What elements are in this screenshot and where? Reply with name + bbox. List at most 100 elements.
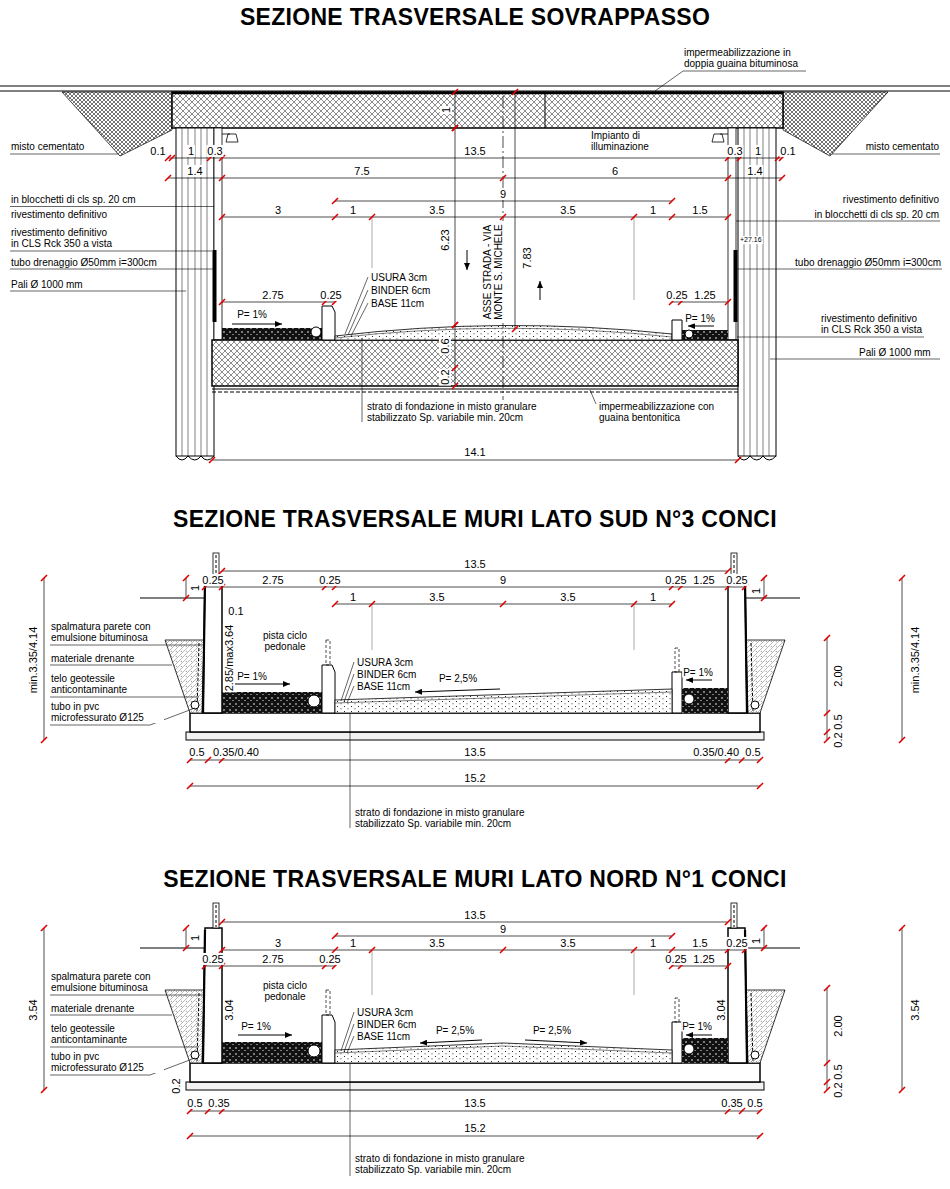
dimension-label: 0.2 bbox=[832, 1081, 844, 1098]
dimension-label: 3.5 bbox=[559, 937, 576, 949]
road-pavement bbox=[335, 689, 672, 713]
dimension-label: 1 bbox=[750, 587, 762, 595]
dimension-label: 1 bbox=[349, 204, 357, 216]
dimension-label: 0.25 bbox=[201, 574, 224, 586]
dimension-label: 3.5 bbox=[559, 204, 576, 216]
pile-toe bbox=[176, 456, 214, 460]
section-title: SEZIONE TRASVERSALE MURI LATO SUD N°3 CO… bbox=[172, 507, 778, 532]
callout-note: USURA 3cm bbox=[356, 657, 414, 668]
dimension-line bbox=[902, 928, 903, 1090]
dimension-line bbox=[827, 638, 828, 740]
dimension-label: 7.5 bbox=[353, 165, 370, 177]
dimension-label: min.3.35/4.14 bbox=[27, 626, 39, 695]
leader-line bbox=[10, 251, 212, 252]
dimension-label: 1 bbox=[750, 937, 762, 945]
slope-arrow bbox=[420, 1040, 482, 1043]
pile bbox=[738, 128, 776, 456]
callout-note: strato di fondazione in misto granulare … bbox=[366, 401, 583, 423]
dimension-line bbox=[186, 578, 187, 598]
section-title: SEZIONE TRASVERSALE SOVRAPPASSO bbox=[239, 5, 711, 30]
dimension-line bbox=[222, 950, 745, 951]
dimension-line bbox=[186, 928, 187, 948]
callout-note: impermeabilizzazione con guaina bentonit… bbox=[598, 401, 725, 423]
dimension-label: 1 bbox=[189, 584, 201, 592]
dimension-label: 0.2 bbox=[832, 731, 844, 748]
dimension-label: 0.1 bbox=[779, 145, 796, 157]
exposed-concrete-lining bbox=[213, 250, 217, 322]
dimension-line bbox=[222, 217, 728, 218]
south-walls-section bbox=[44, 553, 902, 828]
lane-line bbox=[372, 951, 634, 995]
dimension-line bbox=[455, 325, 456, 386]
dimension-line bbox=[335, 604, 672, 605]
callout-note: BASE 11cm bbox=[356, 1031, 411, 1042]
leader-line bbox=[50, 995, 203, 996]
slope-arrow bbox=[238, 1035, 292, 1036]
lane-line bbox=[372, 604, 634, 650]
dimension-label: 0.2 bbox=[170, 1077, 182, 1094]
section-title: SEZIONE TRASVERSALE MURI LATO NORD N°1 C… bbox=[162, 867, 787, 892]
dimension-label: 1 bbox=[649, 204, 657, 216]
dimension-label: 3.5 bbox=[428, 591, 445, 603]
dimension-line bbox=[335, 201, 672, 202]
callout-note: rivestimento definitivo bbox=[10, 209, 108, 220]
dimension-line bbox=[190, 1136, 760, 1137]
dimension-label: 0.25 bbox=[201, 953, 224, 965]
leader-line bbox=[351, 303, 368, 336]
leader-line bbox=[347, 1036, 354, 1053]
dimension-label: 1 bbox=[440, 106, 452, 114]
dimension-label: 0.25 bbox=[664, 953, 687, 965]
dimension-label: 0.5 bbox=[746, 1097, 763, 1109]
dimension-label: 0.35/0.40 bbox=[692, 746, 740, 758]
dimension-label: 0.5 bbox=[832, 1063, 844, 1080]
dimension-label: 3.5 bbox=[428, 204, 445, 216]
dimension-label: 0.25 bbox=[319, 289, 342, 301]
curb bbox=[322, 306, 335, 340]
retaining-wall-section bbox=[140, 903, 800, 1090]
dimension-label: 0.25 bbox=[725, 574, 748, 586]
pavement-layer bbox=[335, 1046, 672, 1053]
leader-line bbox=[590, 390, 596, 404]
callout-note: P= 1% bbox=[682, 667, 714, 678]
dimension-line bbox=[455, 128, 456, 325]
direction-arrow bbox=[540, 281, 541, 300]
callout-note: Impianto di illuminazione bbox=[590, 130, 682, 152]
road-pavement bbox=[335, 1043, 672, 1063]
leader-line bbox=[50, 1047, 199, 1048]
callout-note: tubo in pvc microfessurato Ø125 bbox=[50, 1051, 164, 1073]
leader-line bbox=[655, 71, 806, 91]
dimension-label: 1.25 bbox=[692, 574, 715, 586]
callout-note: pista ciclo pedonale bbox=[249, 980, 321, 1002]
dimension-line bbox=[190, 786, 760, 787]
dimension-line bbox=[168, 158, 782, 159]
callout-note: spalmatura parete con emulsione bitumino… bbox=[50, 621, 164, 643]
dimension-label: 6 bbox=[611, 165, 619, 177]
dimension-label: 13.5 bbox=[463, 145, 486, 157]
dimension-line bbox=[515, 92, 516, 329]
dimension-label: 1 bbox=[649, 937, 657, 949]
drain-pipe bbox=[311, 327, 321, 337]
dimension-label: 0.1 bbox=[227, 605, 244, 617]
dimension-label: 1.5 bbox=[691, 937, 708, 949]
light-fixture bbox=[222, 134, 238, 142]
leader-line bbox=[341, 1012, 354, 1051]
pavement-layer bbox=[335, 692, 672, 703]
callout-note: P= 1% bbox=[236, 309, 268, 320]
dimension-label: 1 bbox=[187, 145, 195, 157]
leader-line bbox=[832, 154, 940, 155]
bentonite-membrane bbox=[212, 389, 738, 390]
curb bbox=[672, 320, 682, 340]
callout-note: tubo in pvc microfessurato Ø125 bbox=[50, 701, 164, 723]
callout-note: materiale drenante bbox=[50, 1003, 135, 1014]
dimension-label: 0.25 bbox=[725, 937, 748, 949]
callout-note: ASSE STRADA - VIA MONTE S. MICHELE bbox=[482, 221, 504, 323]
leader-line bbox=[770, 359, 940, 360]
callout-note: materiale drenante bbox=[50, 653, 135, 664]
dimension-label: 2.85/max3.64 bbox=[223, 624, 235, 693]
dimension-line bbox=[44, 578, 45, 740]
dimension-label: 1.5 bbox=[691, 204, 708, 216]
dimension-label: min.3.35/4.14 bbox=[909, 626, 921, 695]
dimension-line bbox=[335, 936, 672, 937]
callout-note: pista ciclo pedonale bbox=[249, 630, 321, 652]
dimension-line bbox=[190, 760, 760, 761]
